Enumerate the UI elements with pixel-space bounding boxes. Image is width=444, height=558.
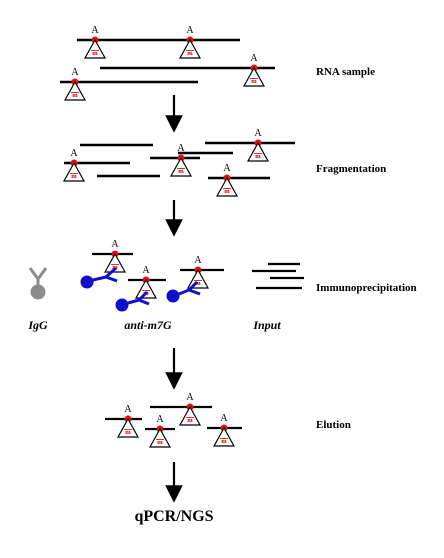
nucleotide-label: A — [142, 265, 150, 276]
nucleotide-label: A — [111, 239, 119, 250]
anti-m7g-antibody-icon — [166, 280, 201, 303]
cap-triangle — [187, 269, 209, 289]
elution-stage: A A A A Elution — [105, 392, 351, 448]
nucleotide-label: A — [124, 404, 132, 415]
cap-triangle — [64, 81, 86, 101]
nucleotide-label: A — [254, 128, 262, 139]
m7g-cap: A — [216, 163, 238, 197]
cap-triangle — [149, 428, 171, 448]
nucleotide-label: A — [223, 163, 231, 174]
cap-triangle — [135, 279, 157, 299]
cap-triangle — [84, 39, 106, 59]
m7g-cap: A — [63, 148, 85, 182]
cap-triangle — [247, 142, 269, 162]
fragmentation-stage: A A A A Fragmentation — [63, 128, 386, 197]
group-label-input: Input — [252, 318, 281, 332]
stage-label-rna-sample: RNA sample — [316, 66, 375, 78]
final-step-label: qPCR/NGS — [134, 508, 213, 525]
group-label-igg: IgG — [27, 318, 48, 332]
anti-m7g-antibody-icon — [80, 266, 118, 289]
m7g-cap: A — [213, 413, 235, 447]
m7g-cap: A — [170, 143, 192, 177]
stage-label-elution: Elution — [316, 419, 351, 431]
m7g-cap: A — [135, 265, 157, 299]
nucleotide-label: A — [220, 413, 228, 424]
immunoprecipitation-stage: A A A — [27, 239, 416, 332]
rna-sample-stage: A A A A RNA sample — [60, 25, 375, 101]
stage-label-fragmentation: Fragmentation — [316, 163, 386, 175]
nucleotide-label: A — [177, 143, 185, 154]
m7g-cap: A — [117, 404, 139, 438]
m7g-cap: A — [149, 414, 171, 448]
cap-triangle — [213, 427, 235, 447]
cap-triangle — [179, 39, 201, 59]
m7g-cap: A — [247, 128, 269, 162]
m7g-cap: A — [179, 25, 201, 59]
m7g-cap: A — [243, 53, 265, 87]
nucleotide-label: A — [156, 414, 164, 425]
nucleotide-label: A — [186, 392, 194, 403]
nucleotide-label: A — [194, 255, 202, 266]
cap-triangle — [170, 157, 192, 177]
m7g-cap: A — [187, 255, 209, 289]
stage-label-immunoprecipitation: Immunoprecipitation — [316, 282, 417, 294]
group-label-anti-m7g: anti-m7G — [124, 318, 172, 332]
nucleotide-label: A — [186, 25, 194, 36]
cap-triangle — [216, 177, 238, 197]
nucleotide-label: A — [250, 53, 258, 64]
anti-m7g-antibody-icon — [115, 290, 150, 312]
m7g-cap: A — [64, 67, 86, 101]
cap-triangle — [117, 418, 139, 438]
cap-triangle — [63, 162, 85, 182]
m7g-cap: A — [104, 239, 126, 273]
igg-antibody-icon — [28, 267, 48, 300]
cap-triangle — [243, 67, 265, 87]
nucleotide-label: A — [70, 148, 78, 159]
input-fragments — [252, 262, 304, 290]
cap-triangle — [179, 406, 201, 426]
m7g-cap: A — [84, 25, 106, 59]
nucleotide-label: A — [91, 25, 99, 36]
m7g-cap: A — [179, 392, 201, 426]
nucleotide-label: A — [71, 67, 79, 78]
